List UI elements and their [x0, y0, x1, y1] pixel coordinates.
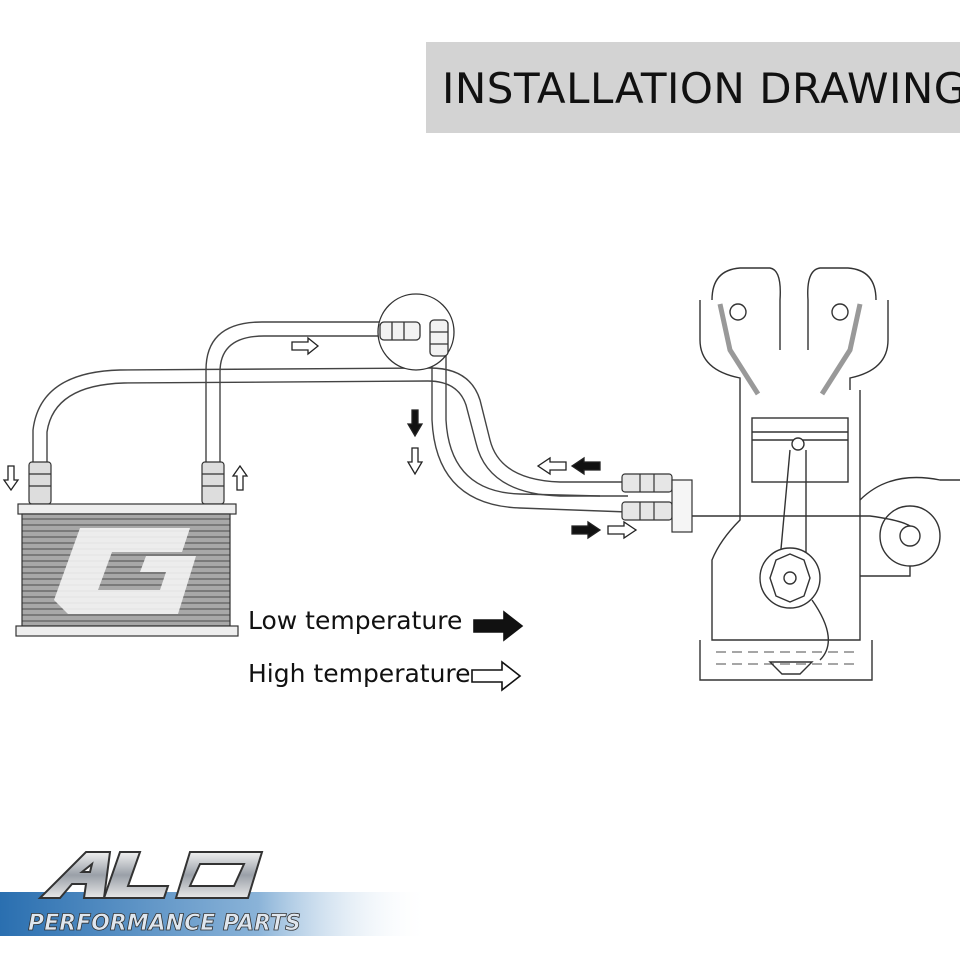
title-banner: INSTALLATION DRAWING [426, 42, 960, 133]
hose-right-outer [205, 321, 392, 462]
arrow-icon [570, 456, 601, 476]
cooler-logo-mark [54, 528, 196, 614]
fitting-icon [429, 319, 449, 357]
hose-left-outer [32, 367, 628, 483]
alo-performance-parts-logo: PERFORMANCE PARTS [0, 851, 430, 936]
hose-down-outer [431, 350, 629, 513]
high-temperature-arrow-icon [471, 660, 522, 692]
arrow-icon [231, 464, 249, 491]
arrow-icon [607, 520, 638, 540]
cooler-fittings [28, 461, 225, 505]
hose-right-inner [219, 335, 392, 462]
hose-down-inner [445, 350, 601, 497]
legend-high-temperature-label: High temperature [248, 659, 471, 688]
arrow-icon [406, 447, 424, 476]
sandwich-plate [621, 473, 693, 533]
page-title: INSTALLATION DRAWING [442, 64, 960, 113]
oil-hoses [32, 321, 629, 513]
svg-text:PERFORMANCE PARTS: PERFORMANCE PARTS [28, 911, 301, 936]
arrow-icon [406, 409, 424, 438]
fitting-icon [379, 321, 421, 341]
arrow-icon [291, 336, 320, 356]
legend-low-temperature-label: Low temperature [248, 606, 463, 635]
engine-cutaway-icon [692, 267, 960, 681]
arrow-icon [2, 465, 20, 492]
legend-arrows [471, 610, 524, 692]
oil-cooler-icon [15, 503, 239, 637]
fitting-icon [28, 461, 52, 505]
low-temperature-arrow-icon [473, 610, 524, 642]
fitting-icon [621, 501, 673, 521]
arrow-icon [571, 520, 602, 540]
fitting-icon [201, 461, 225, 505]
fitting-icon [621, 473, 673, 493]
fitting-detail [377, 293, 455, 371]
hose-left-inner [46, 380, 628, 497]
arrow-icon [536, 456, 567, 476]
flow-arrows [2, 336, 638, 540]
